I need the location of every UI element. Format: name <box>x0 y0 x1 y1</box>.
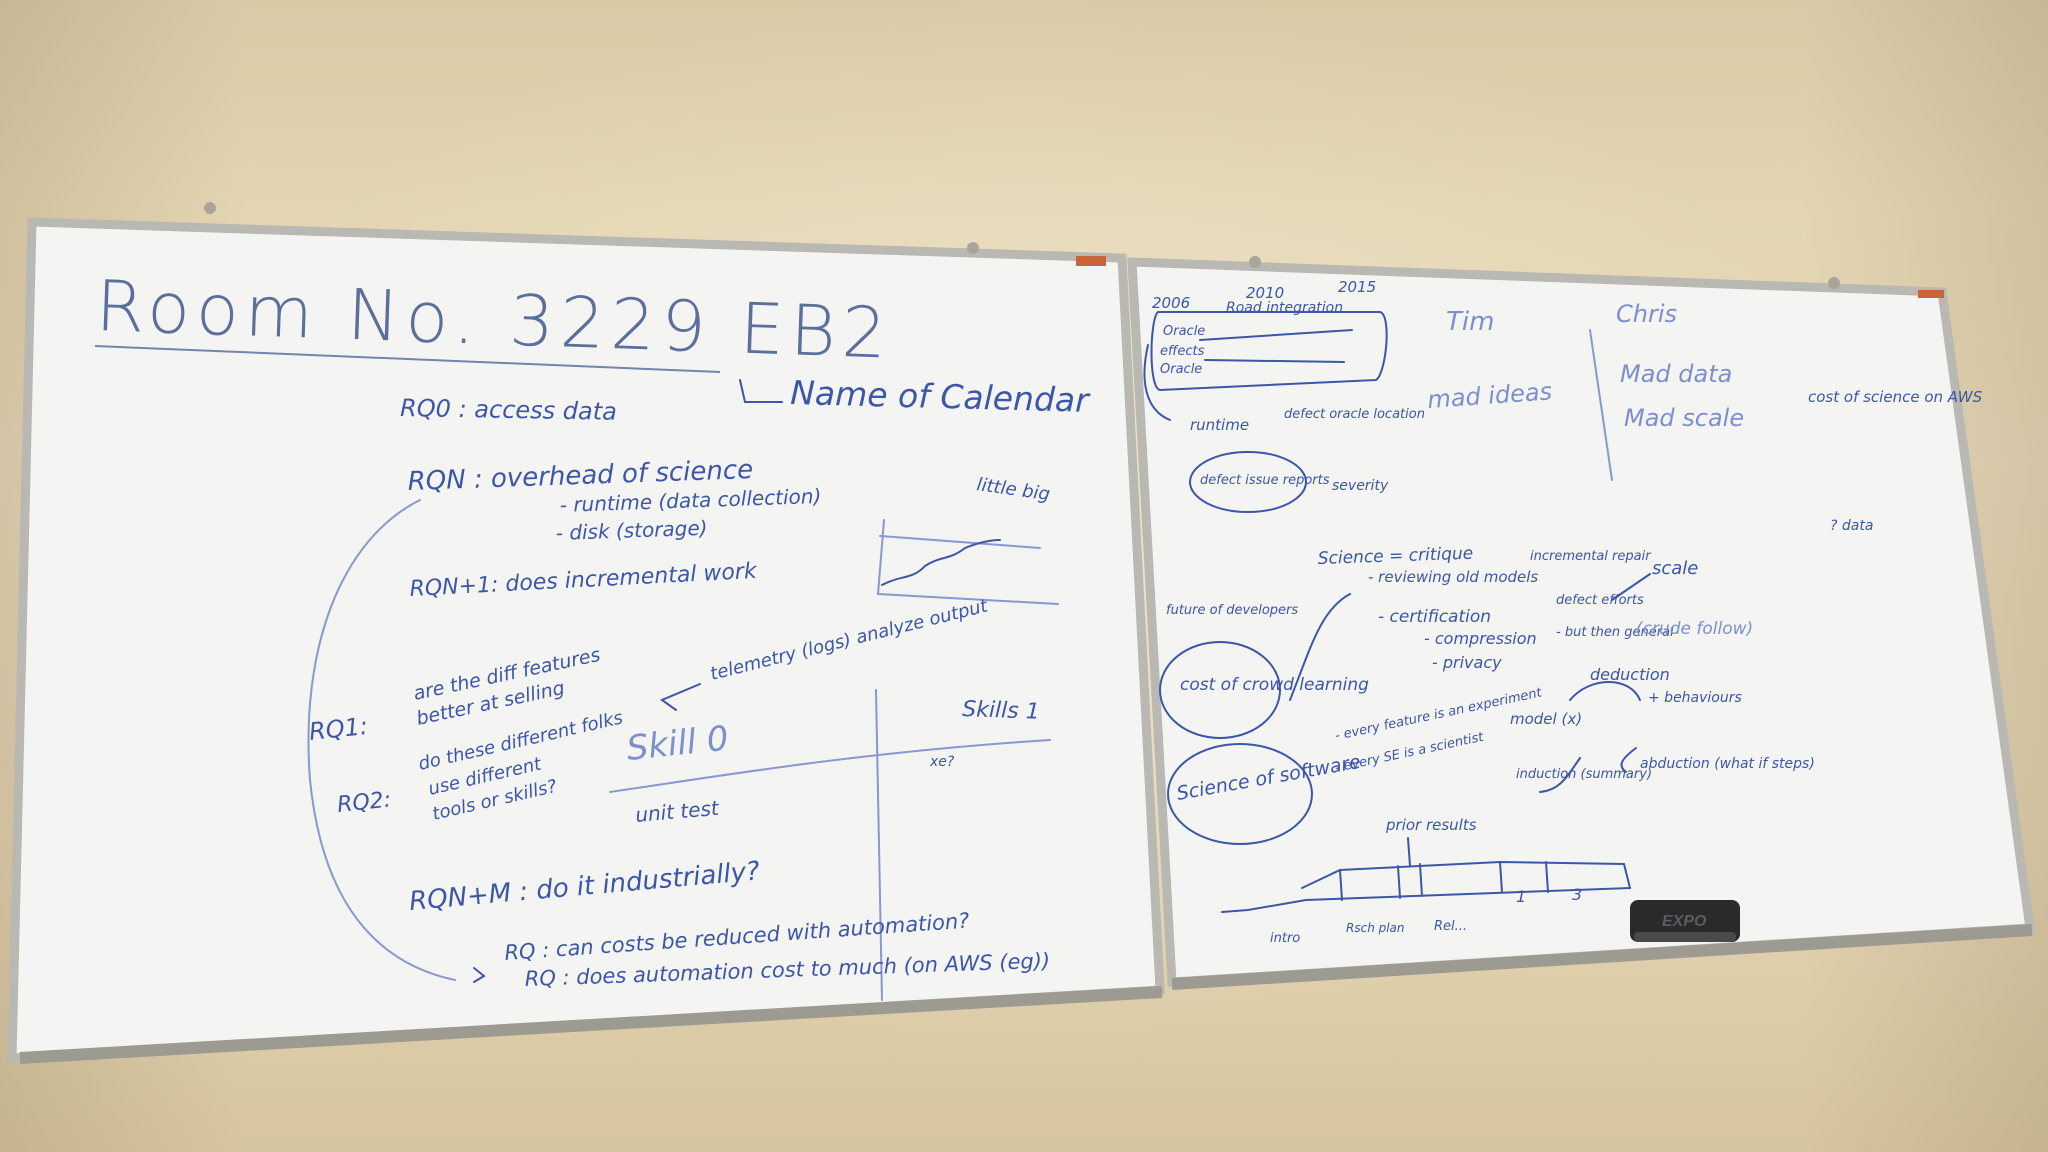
defect-oracle: defect oracle location <box>1284 407 1425 422</box>
defect-issue-circle <box>1189 451 1307 513</box>
year-label: 2015 <box>1338 278 1376 296</box>
board-hook <box>1249 256 1261 268</box>
abduction-label: abduction (what if steps) <box>1640 756 1815 772</box>
deduction-label: deduction <box>1590 665 1670 684</box>
defect-efforts: defect efforts <box>1556 593 1644 608</box>
crowd-learning-circle <box>1159 641 1281 739</box>
eraser-brand: EXPO <box>1662 913 1707 930</box>
cost-science-aws: cost of science on AWS <box>1808 388 1983 406</box>
crude-follow: (crude follow) <box>1636 619 1753 639</box>
scale-label: scale <box>1652 558 1698 579</box>
defect-issue: defect issue reports <box>1200 473 1330 488</box>
model-label: model (x) <box>1510 710 1582 728</box>
whiteboard-eraser: EXPO <box>1630 900 1740 942</box>
reviewing-old-models: - reviewing old models <box>1368 568 1538 586</box>
chris-label: Chris <box>1616 300 1677 328</box>
timeline-oracle: Oracle <box>1160 362 1202 377</box>
rq0-text: RQ0 : access data <box>400 394 617 426</box>
compression: - compression <box>1424 629 1537 648</box>
severity-note: severity <box>1332 478 1389 494</box>
road-integration: Road integration <box>1226 300 1343 316</box>
mad-data: Mad data <box>1620 360 1732 388</box>
skills1-label: Skills 1 <box>962 697 1040 725</box>
science-of-software-circle <box>1167 743 1313 845</box>
but-then-general: - but then general <box>1556 625 1674 640</box>
timeline-oracle: Oracle <box>1163 324 1205 339</box>
privacy: - privacy <box>1432 653 1502 672</box>
prior-results: prior results <box>1385 816 1477 834</box>
mad-scale: Mad scale <box>1624 404 1744 432</box>
future-of-developers: future of developers <box>1166 603 1298 618</box>
rq1-label: RQ1: <box>308 712 370 746</box>
year-label: 2006 <box>1152 294 1190 312</box>
right-whiteboard <box>1127 256 2036 990</box>
board-label-tag <box>1918 290 1944 298</box>
tick-label: 1 <box>1516 887 1526 906</box>
tim-label: Tim <box>1446 307 1494 337</box>
board-label-tag <box>1076 256 1106 266</box>
rqn-disk: - disk (storage) <box>555 516 708 545</box>
timeline-effects: effects <box>1160 344 1205 359</box>
calendar-note: Name of Calendar <box>790 373 1092 420</box>
board-hook <box>967 242 979 254</box>
behaviours-label: + behaviours <box>1648 690 1742 706</box>
cost-crowd-learning: cost of crowd learning <box>1180 675 1369 695</box>
timeline-sketch <box>1221 860 1631 913</box>
timeline-bottom-label: intro <box>1270 931 1300 946</box>
board-hook <box>204 202 216 214</box>
rq2-label: RQ2: <box>336 787 392 818</box>
induction-label: induction (summary) <box>1516 767 1652 782</box>
board-hook <box>1828 277 1840 289</box>
certification: - certification <box>1378 607 1491 627</box>
timeline-bottom-label: Rel... <box>1434 919 1467 934</box>
incremental-repair: incremental repair <box>1530 549 1652 564</box>
tick-label: 3 <box>1572 885 1582 904</box>
timeline-bottom-label: Rsch plan <box>1346 921 1405 935</box>
data-question: ? data <box>1830 518 1873 534</box>
runtime-note: runtime <box>1190 416 1249 434</box>
left-whiteboard <box>7 202 1165 1064</box>
year-label: 2010 <box>1246 284 1284 302</box>
xe-note: xe? <box>929 754 955 770</box>
